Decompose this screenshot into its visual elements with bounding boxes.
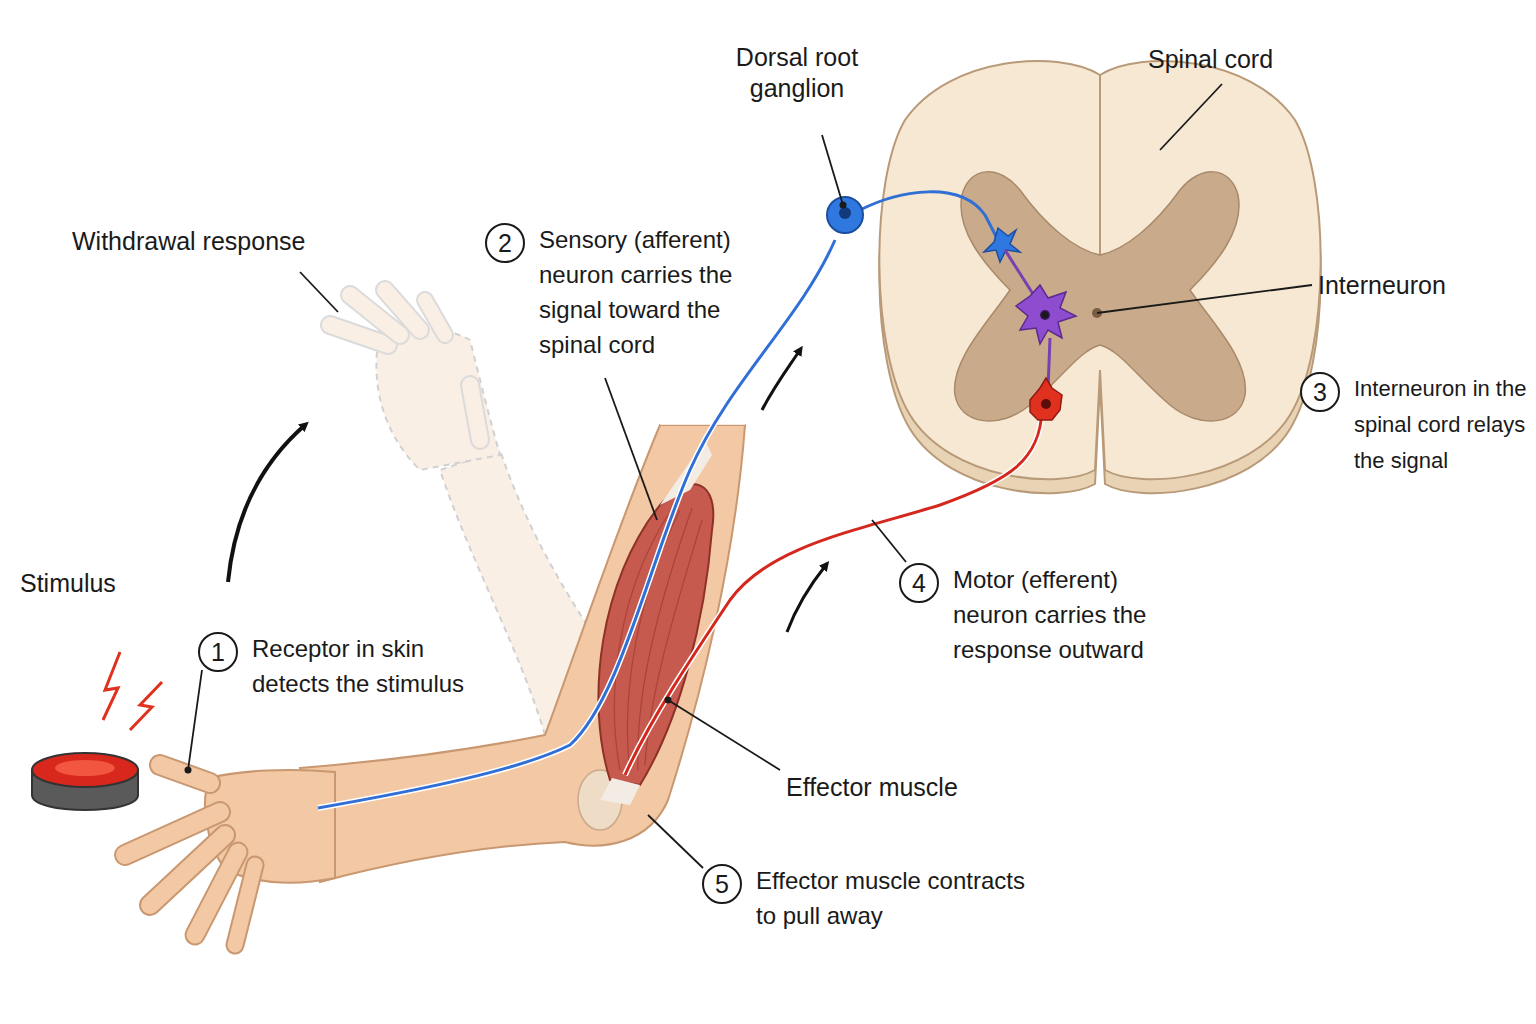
step-callout: 4 Motor (efferent) neuron carries the res… <box>899 563 1183 667</box>
arm <box>160 765 210 783</box>
step-description: Sensory (afferent) neuron carries the si… <box>539 222 777 362</box>
spinal-cord <box>879 61 1320 479</box>
muscle <box>600 778 640 805</box>
direction-arrow <box>787 565 826 632</box>
arm <box>125 765 255 945</box>
arm <box>235 865 255 945</box>
step-description: Interneuron in the spinal cord relays th… <box>1354 371 1536 479</box>
leader-line <box>605 378 657 520</box>
leader-dot <box>1042 312 1049 319</box>
ghost-arm <box>470 385 480 440</box>
spinal-cord <box>955 172 1246 421</box>
stimulus-button <box>32 753 138 787</box>
leader-dot <box>185 202 1049 774</box>
leader-line <box>872 520 906 562</box>
stimulus-button <box>103 652 120 720</box>
callout-number: 3 <box>1300 372 1340 412</box>
spinal-cord <box>879 61 1320 493</box>
arm <box>125 380 760 945</box>
ghost-arm <box>385 290 420 330</box>
muscle <box>645 520 702 765</box>
callout-number: 5 <box>702 864 742 904</box>
ghost-arm <box>425 300 445 335</box>
spinal-cord <box>1099 75 1101 255</box>
step-callout: 3 Interneuron in the spinal cord relays t… <box>1300 372 1536 479</box>
direction-arrow <box>228 425 305 582</box>
motor-neuron <box>1041 399 1051 409</box>
direction-arrow <box>228 350 826 632</box>
sensory-neuron <box>318 192 1020 808</box>
annotation-label: Stimulus <box>20 568 170 599</box>
interneuron-cell <box>1040 310 1050 320</box>
step-callout: 1 Receptor in skin detects the stimulus <box>198 632 502 701</box>
muscle <box>627 510 680 772</box>
step-description: Receptor in skin detects the stimulus <box>252 631 502 701</box>
sensory-neuron <box>318 240 835 808</box>
ghost-arm <box>425 300 445 335</box>
ghost-arm <box>330 290 480 440</box>
interneuron-cell <box>1016 285 1076 344</box>
leader-line <box>188 670 202 770</box>
structure-label: Dorsal root ganglion <box>712 42 882 104</box>
stimulus-button <box>130 682 162 730</box>
leader-line <box>668 700 780 770</box>
leader-line <box>300 272 338 312</box>
motor-neuron <box>1030 378 1062 420</box>
sensory-neuron <box>318 240 835 808</box>
leader-line <box>1097 285 1312 313</box>
leader-dot <box>185 767 192 774</box>
step-callout: 5 Effector muscle contracts to pull away <box>702 864 1036 933</box>
sensory-neuron <box>984 228 1020 262</box>
arm <box>235 865 255 945</box>
leader-line <box>1160 84 1222 150</box>
leader-dot <box>665 697 672 704</box>
callout-number: 2 <box>485 223 525 263</box>
stimulus-button <box>32 652 162 810</box>
stimulus-button <box>55 760 115 776</box>
muscle <box>598 484 713 785</box>
sensory-neuron <box>827 197 863 233</box>
annotation-label: Withdrawal response <box>72 226 352 257</box>
step-description: Motor (efferent) neuron carries the resp… <box>953 562 1183 667</box>
leader-line <box>648 815 703 868</box>
step-callout: 2 Sensory (afferent) neuron carries the s… <box>485 223 777 362</box>
leader-line <box>822 135 843 205</box>
structure-label: Effector muscle <box>786 772 1016 803</box>
ghost-arm <box>385 290 420 330</box>
step-description: Effector muscle contracts to pull away <box>756 863 1036 933</box>
structure-label: Interneuron <box>1318 270 1508 301</box>
arm <box>660 380 760 425</box>
interneuron-cell <box>1005 250 1076 390</box>
muscle <box>598 440 713 805</box>
leader-dot <box>840 202 847 209</box>
callout-number: 1 <box>198 632 238 672</box>
sensory-neuron <box>860 192 998 240</box>
callout-number: 4 <box>899 563 939 603</box>
sensory-neuron <box>839 207 851 219</box>
arm <box>160 765 210 783</box>
direction-arrow <box>762 350 800 410</box>
leader-line <box>188 84 1312 868</box>
ghost-arm <box>470 385 480 440</box>
structure-label: Spinal cord <box>1148 44 1348 75</box>
